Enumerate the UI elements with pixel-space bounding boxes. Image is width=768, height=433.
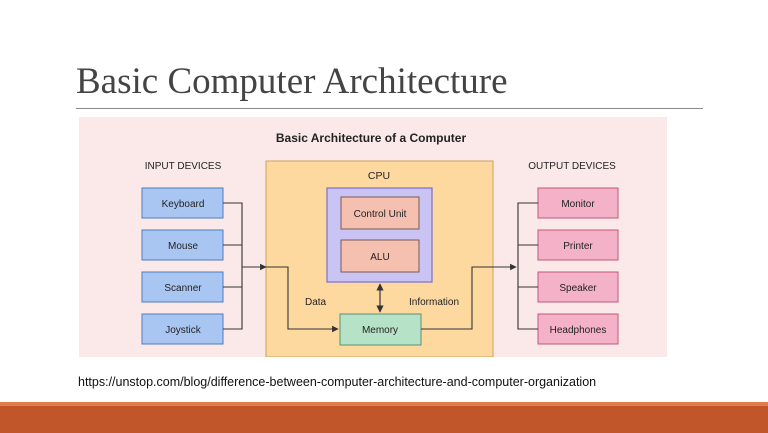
input-device-keyboard: Keyboard: [141, 187, 224, 219]
output-device-speaker: Speaker: [537, 271, 619, 303]
alu-label: ALU: [370, 252, 389, 263]
output-device-label: Headphones: [550, 325, 607, 336]
output-device-label: Printer: [563, 241, 593, 252]
output-device-headphones: Headphones: [537, 313, 619, 345]
input-connectors: [223, 202, 339, 333]
input-device-label: Mouse: [168, 241, 198, 252]
output-connectors: [421, 202, 538, 330]
control-unit-label: Control Unit: [354, 209, 407, 220]
output-device-label: Speaker: [559, 283, 597, 294]
architecture-diagram-svg: Basic Architecture of a Computer INPUT D…: [141, 131, 619, 357]
data-label: Data: [305, 297, 327, 308]
architecture-diagram: Basic Architecture of a Computer INPUT D…: [79, 117, 667, 357]
alu-box: [340, 239, 420, 273]
memory-box: [339, 313, 422, 346]
input-device-label: Joystick: [165, 325, 202, 336]
slide-title: Basic Computer Architecture: [76, 61, 508, 102]
input-device-label: Keyboard: [162, 199, 205, 210]
output-device-printer: Printer: [537, 229, 619, 261]
memory-label: Memory: [362, 325, 398, 336]
control-unit-box: [340, 196, 420, 230]
output-devices-header: OUTPUT DEVICES: [528, 161, 616, 172]
source-link[interactable]: https://unstop.com/blog/difference-betwe…: [78, 375, 597, 389]
input-device-joystick: Joystick: [141, 313, 224, 345]
cpu-label: CPU: [368, 170, 390, 182]
information-label: Information: [409, 297, 459, 308]
input-device-scanner: Scanner: [141, 271, 224, 303]
title-divider: [76, 108, 703, 109]
input-devices-header: INPUT DEVICES: [145, 161, 222, 172]
input-device-label: Scanner: [164, 283, 202, 294]
footer-bar: [0, 402, 768, 433]
diagram-title: Basic Architecture of a Computer: [276, 131, 467, 145]
input-device-mouse: Mouse: [141, 229, 224, 261]
output-device-monitor: Monitor: [537, 187, 619, 219]
output-device-label: Monitor: [561, 199, 595, 210]
